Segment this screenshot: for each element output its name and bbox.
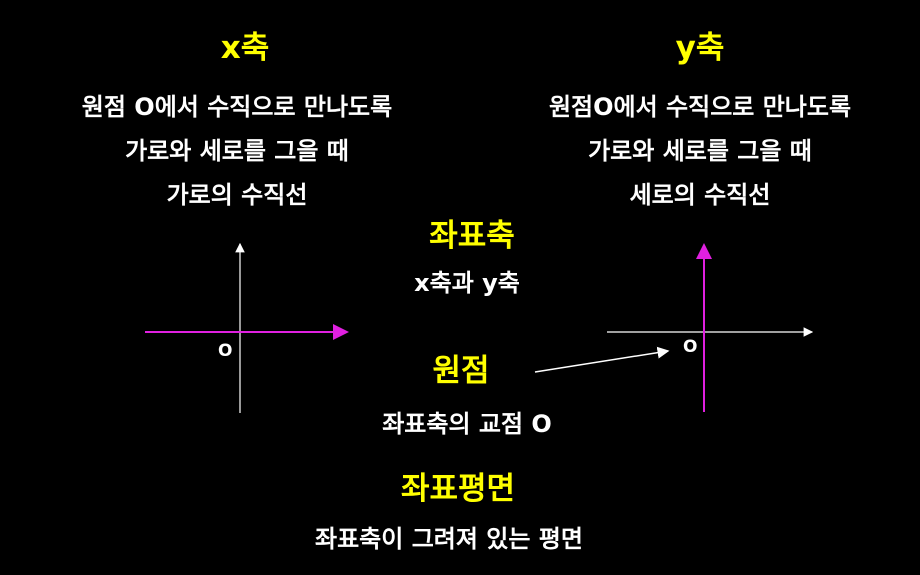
y-axis-desc-1: 원점O에서 수직으로 만나도록 — [548, 93, 852, 121]
x-axis-desc-1: 원점 O에서 수직으로 만나도록 — [81, 93, 393, 121]
y-axis-desc-3: 세로의 수직선 — [629, 181, 771, 209]
y-axis-title: y축 — [675, 30, 725, 66]
coordinate-plane-desc: 좌표축이 그려져 있는 평면 — [315, 525, 583, 553]
left-origin-label: O — [218, 341, 233, 361]
origin-desc: 좌표축의 교점 O — [382, 410, 552, 438]
x-axis-desc-3: 가로의 수직선 — [166, 181, 308, 209]
y-axis-desc-2: 가로와 세로를 그을 때 — [588, 137, 812, 165]
coordinate-plane-title: 좌표평면 — [400, 471, 516, 507]
origin-title: 원점 — [432, 353, 490, 389]
coordinate-axes-desc: x축과 y축 — [414, 269, 520, 297]
x-axis-title: x축 — [220, 30, 270, 66]
origin-pointer-arrow — [534, 346, 670, 373]
right-origin-label: O — [683, 337, 698, 357]
x-axis-desc-2: 가로와 세로를 그을 때 — [125, 137, 349, 165]
coordinate-axes-title: 좌표축 — [429, 218, 515, 254]
